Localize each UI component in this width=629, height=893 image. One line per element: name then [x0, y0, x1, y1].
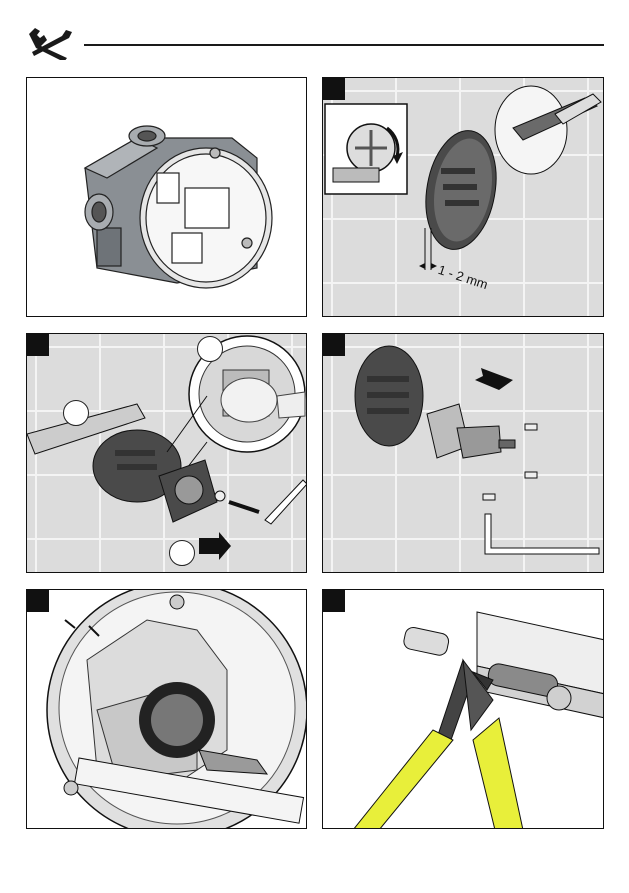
remove-plaster-guard-illustration — [27, 334, 307, 573]
valve-depth-check-illustration — [27, 590, 307, 829]
insert-valve-insert-illustration — [323, 334, 604, 573]
panel-step-3 — [322, 333, 604, 573]
callout-circle — [169, 540, 195, 566]
panel-step-2 — [26, 333, 307, 573]
callout-circle — [197, 336, 223, 362]
header-rule — [84, 44, 604, 46]
panel-step-1: 1 - 2 mm — [322, 77, 604, 317]
cut-stem-extension-illustration — [323, 590, 604, 829]
panel-step-5 — [322, 589, 604, 829]
rough-in-box-illustration — [27, 78, 307, 317]
panel-overview — [26, 77, 307, 317]
wrench-screwdriver-icon — [26, 26, 76, 60]
callout-circle — [63, 400, 89, 426]
panel-step-4 — [26, 589, 307, 829]
